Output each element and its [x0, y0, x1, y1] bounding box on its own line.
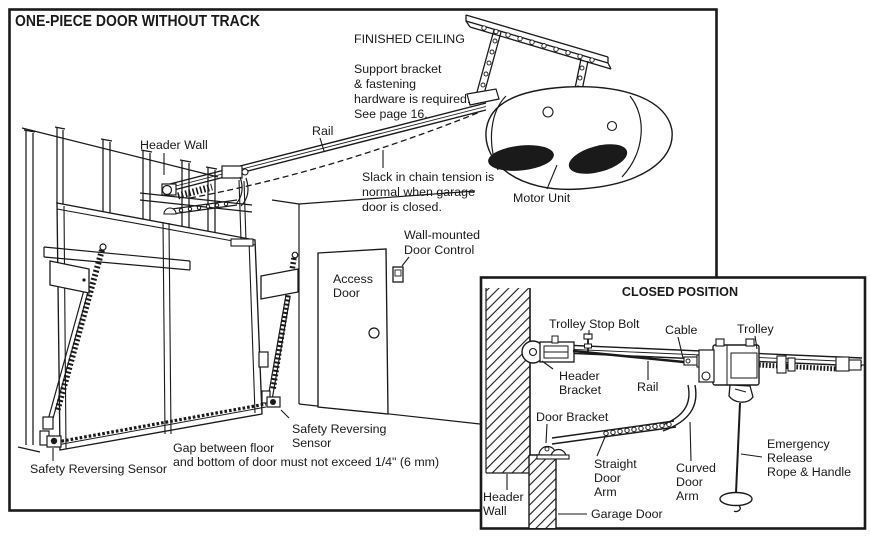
inset-trolley — [698, 338, 865, 386]
label-inset-header-wall-line1: Header — [483, 490, 524, 504]
motor-unit-drawing — [466, 85, 673, 191]
note-gap-line1: Gap between floor — [173, 441, 274, 455]
label-curved-arm-line1: Curved — [676, 461, 716, 475]
label-header-wall: Header Wall — [140, 138, 208, 152]
inset-title: CLOSED POSITION — [622, 285, 738, 299]
note-support-line2: & fastening — [354, 77, 416, 91]
door-arm-assembly — [163, 165, 254, 247]
label-inset-header-wall-line2: Wall — [483, 504, 507, 518]
label-sensor-right-line2: Sensor — [292, 436, 331, 450]
garage-door — [43, 202, 263, 451]
label-straight-arm-line3: Arm — [594, 485, 617, 499]
label-access-door-line1: Access — [333, 272, 373, 286]
note-slack-line1: Slack in chain tension is — [362, 170, 494, 184]
inset-stop-bolt — [583, 333, 593, 352]
threaded-rod — [758, 362, 839, 372]
safety-sensor-left — [39, 430, 62, 448]
inset-header-wall — [485, 288, 531, 474]
inset-garage-door — [528, 454, 557, 528]
motor-vent-left — [488, 145, 554, 171]
safety-sensor-right — [261, 390, 281, 408]
access-door — [317, 248, 389, 415]
page-title: ONE-PIECE DOOR WITHOUT TRACK — [15, 13, 261, 30]
inset-labels: CLOSED POSITION Trolley Stop Bolt Cable … — [483, 285, 851, 521]
note-support-line1: Support bracket — [354, 62, 442, 76]
chain — [189, 111, 481, 199]
label-inset-rail: Rail — [637, 380, 658, 394]
room-lines — [17, 190, 481, 453]
label-door-bracket: Door Bracket — [536, 410, 609, 424]
door-knob — [368, 327, 380, 339]
label-straight-arm-line1: Straight — [594, 457, 637, 471]
inset-border — [479, 276, 867, 530]
right-spring-assembly — [258, 251, 299, 401]
label-straight-arm-line2: Door — [594, 471, 621, 485]
note-support-line3: hardware is required. — [354, 92, 470, 106]
door-top-rail — [43, 246, 191, 271]
label-access-door-line2: Door — [333, 286, 360, 300]
label-sensor-right-line1: Safety Reversing — [292, 422, 386, 436]
note-slack-line2: normal when garage — [362, 185, 475, 199]
label-rail: Rail — [312, 124, 333, 138]
door-control — [392, 266, 404, 283]
label-curved-arm-line2: Door — [676, 475, 703, 489]
rail-assembly — [161, 102, 487, 200]
label-sensor-left: Safety Reversing Sensor — [30, 462, 167, 476]
sensor-beam — [56, 402, 267, 446]
inset-closed-position: CLOSED POSITION Trolley Stop Bolt Cable … — [479, 276, 867, 530]
inset-door-bracket — [536, 445, 570, 460]
left-spring-assembly — [42, 243, 107, 430]
label-curved-arm-line3: Arm — [676, 489, 699, 503]
note-support-line4: See page 16. — [354, 107, 428, 121]
note-slack-line3: door is closed. — [362, 200, 442, 214]
label-motor-unit: Motor Unit — [513, 191, 571, 205]
main-labels: ONE-PIECE DOOR WITHOUT TRACK FINISHED CE… — [15, 13, 571, 476]
label-finished-ceiling: FINISHED CEILING — [354, 32, 465, 46]
label-emergency-line3: Rope & Handle — [767, 465, 851, 479]
inset-straight-arm — [551, 420, 677, 445]
label-wall-control-line2: Door Control — [404, 243, 474, 257]
label-wall-control-line1: Wall-mounted — [404, 228, 480, 242]
wall-studs — [21, 126, 253, 445]
motor-light-lens — [542, 106, 554, 118]
label-header-bracket-line1: Header — [559, 369, 600, 383]
label-trolley-stop-bolt: Trolley Stop Bolt — [549, 317, 640, 331]
label-emergency-line1: Emergency — [767, 437, 830, 451]
note-gap-line2: and bottom of door must not exceed 1/4" … — [173, 455, 439, 469]
label-emergency-line2: Release — [767, 451, 813, 465]
label-header-bracket-line2: Bracket — [559, 383, 602, 397]
label-cable: Cable — [665, 323, 697, 337]
inset-release-rope — [719, 384, 754, 513]
label-inset-garage-door: Garage Door — [591, 507, 663, 521]
label-trolley: Trolley — [737, 322, 775, 336]
inset-header-bracket — [521, 335, 575, 364]
motor-vent-right — [568, 144, 628, 174]
release-handle — [719, 491, 753, 507]
